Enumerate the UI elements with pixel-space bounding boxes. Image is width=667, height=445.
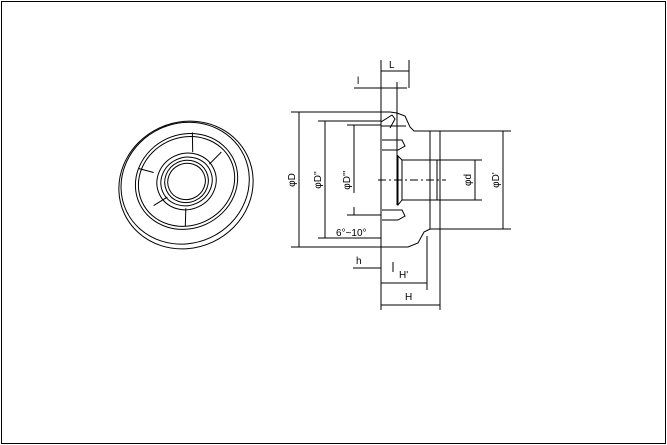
dim-D-prime: φD' [491,172,502,188]
dim-L: L [389,60,395,71]
isometric-view [118,120,254,250]
dim-D-double-prime: φD'' [313,171,324,189]
dimensions: L l φD φD'' φD''' φd φD' 6°~10° h H' H [287,60,511,306]
dim-d: φd [463,174,474,186]
dim-l: l [357,76,359,87]
dim-h: h [356,256,362,267]
section-view [378,60,475,310]
dim-angle: 6°~10° [336,228,367,239]
dim-D: φD [287,173,298,187]
dim-D-triple-prime: φD''' [342,170,353,190]
dim-H: H [405,292,412,303]
dim-H-prime: H' [399,270,408,281]
